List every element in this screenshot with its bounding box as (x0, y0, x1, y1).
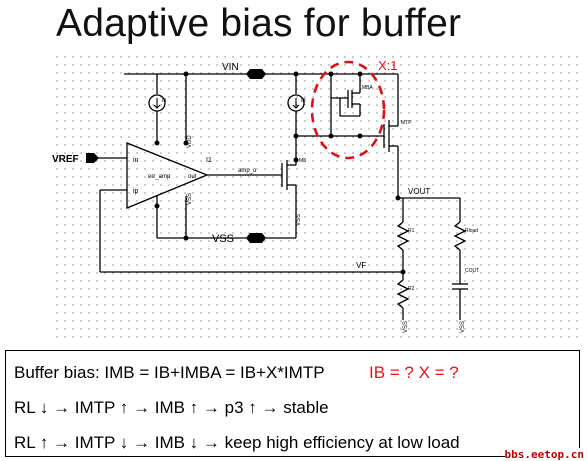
err-amp-label: err_amp (148, 174, 171, 180)
vref-pin (86, 153, 99, 163)
vss-pin (246, 233, 266, 243)
i0-label: I0 (162, 98, 166, 104)
grid-background (50, 52, 578, 342)
cout-vss-label: VSS (460, 321, 466, 333)
ib-label: IB (301, 98, 306, 104)
amp-in-label: in (133, 157, 139, 164)
resistor-r1 (396, 221, 410, 251)
amp-out-label: out (188, 174, 197, 180)
mtp-label: MTP (401, 120, 412, 126)
note-question: IB = ? X = ? (368, 363, 459, 382)
amp-o-label: amp_o (238, 168, 257, 174)
note-line-2: RL ↓ → IMTP ↑ → IMB ↑ → p3 ↑ → stable (14, 398, 329, 417)
vf-label: VF (356, 261, 366, 270)
amp-ip-label: ip (133, 188, 139, 195)
r2-vss-label: VSS (403, 321, 409, 333)
note-line-3: RL ↑ → IMTP ↓ → IMB ↓ → keep high effici… (14, 433, 460, 452)
vout-label: VOUT (408, 187, 430, 196)
r2-label: R2 (408, 286, 415, 292)
schematic-diagram: VIN VSS VREF VOUT VF X:1 err_amp in ip o… (50, 52, 578, 342)
m8-vss-label: VSS (296, 214, 302, 226)
i1-label: I1 (206, 157, 212, 164)
vss-tap-label: VSS (187, 193, 193, 205)
rload-label: Rload (465, 228, 478, 234)
slide-title: Adaptive bias for buffer (56, 2, 462, 45)
resistor-r2 (396, 279, 410, 309)
cout-label: COUT (465, 268, 479, 274)
notes-box: Buffer bias: IMB = IB+IMBA = IB+X*IMTP I… (5, 350, 580, 457)
note-line-1: Buffer bias: IMB = IB+IMBA = IB+X*IMTP I… (14, 363, 459, 383)
resistor-rload (453, 221, 467, 251)
scale-label: X:1 (378, 58, 398, 73)
vdd-tap-label: VDD (187, 135, 193, 148)
m8-label: M8 (299, 158, 306, 164)
vref-label: VREF (52, 154, 79, 165)
mirror-highlight-circle (310, 60, 386, 160)
r1-label: R1 (408, 228, 415, 234)
error-amplifier (126, 142, 209, 209)
vin-pin (246, 69, 266, 79)
note-buffer-bias: Buffer bias: IMB = IB+IMBA = IB+X*IMTP (14, 363, 325, 382)
vss-label: VSS (212, 233, 234, 245)
vin-label: VIN (222, 62, 239, 73)
watermark: bbs.eetop.cn (504, 448, 584, 461)
mba-label: MBA (362, 85, 374, 91)
